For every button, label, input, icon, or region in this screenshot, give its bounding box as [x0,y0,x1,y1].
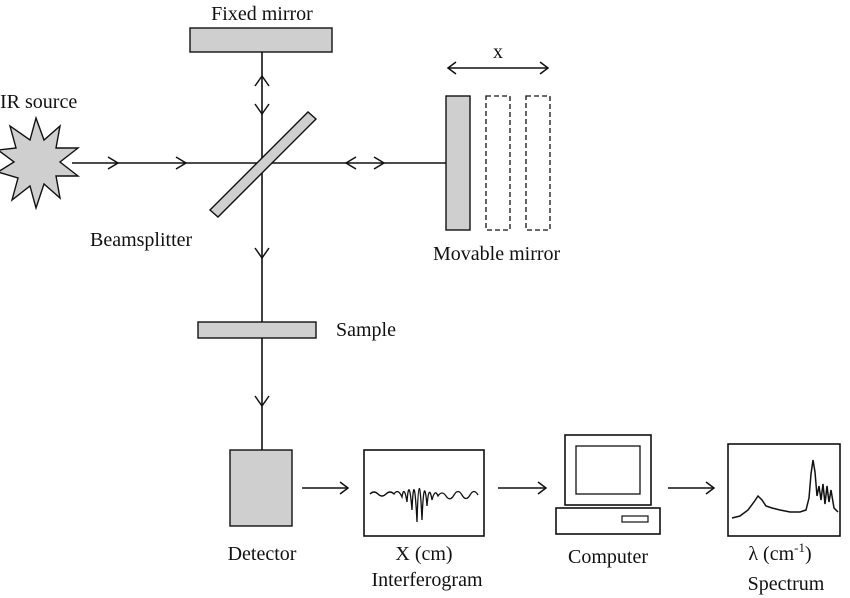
computer-icon [555,434,661,535]
beamsplitter-label: Beamsplitter [90,229,193,251]
sample [197,321,317,339]
interferogram-axis-label: X (cm) [395,543,452,565]
spectrum-axis-prefix: λ (cm [748,543,794,565]
displacement-label: x [493,41,503,63]
spectrum-trace [731,459,839,519]
spectrum-axis-label: λ (cm-1) [748,540,811,565]
movable-mirror [445,95,471,231]
sample-label: Sample [336,319,396,341]
fixed-mirror [189,27,333,53]
beam-arrow-right-1 [107,156,120,170]
beam-arrow-down [254,103,270,116]
displacement-arrow-left-head [446,61,457,75]
computer-label: Computer [568,546,648,568]
arrow-head-1 [339,481,350,495]
movable-mirror-position-2 [485,95,511,231]
fixed-mirror-label: Fixed mirror [211,3,313,25]
arrow-head-3 [705,481,716,495]
displacement-arrow-right-head [539,61,550,75]
beam-arrow-down-3 [254,395,270,408]
detector-label: Detector [228,543,297,565]
spectrum-axis-exponent: -1 [794,540,805,555]
beam-arrow-left [344,156,357,170]
arrow-head-2 [537,481,548,495]
spectrum-label: Spectrum [748,573,825,595]
interferogram-label: Interferogram [371,569,482,591]
beam-arrow-right-2 [175,156,188,170]
spectrum-plot [727,443,841,537]
ir-source-label: IR source [0,91,77,113]
spectrum-axis-suffix: ) [805,543,812,565]
detector [229,449,293,527]
ir-source-starburst [0,115,81,211]
beam-arrow-right-3 [373,156,386,170]
beam-arrow-up [254,74,270,87]
beam-arrow-down-2 [254,247,270,260]
movable-mirror-position-3 [525,95,551,231]
interferogram-trace [369,487,479,523]
movable-mirror-label: Movable mirror [433,243,561,265]
beamsplitter [208,111,318,218]
